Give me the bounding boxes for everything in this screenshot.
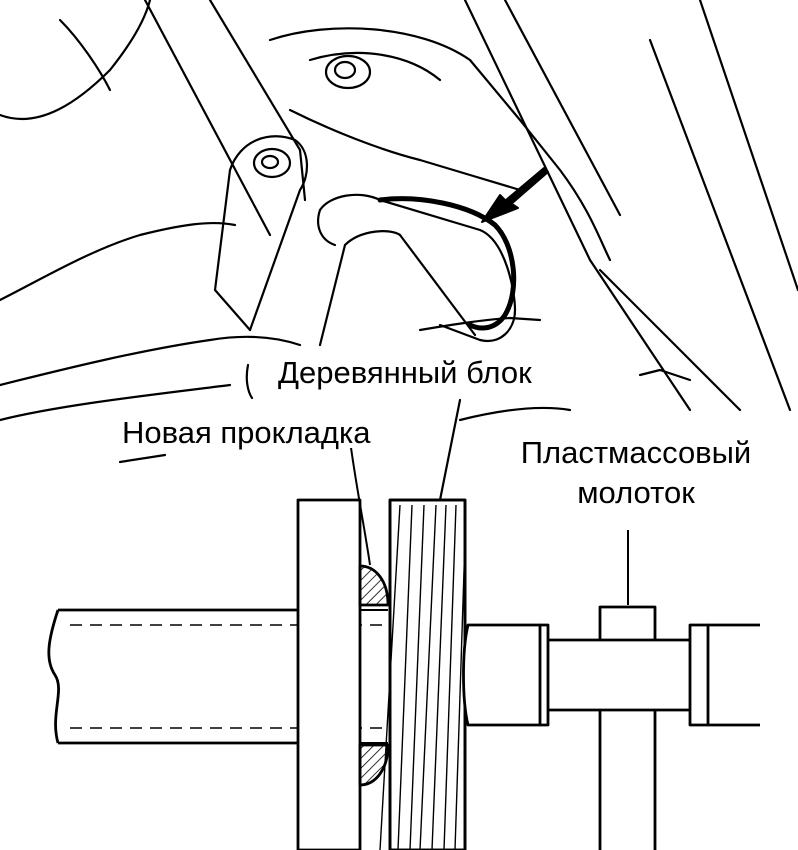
cross-section [47, 439, 760, 850]
plastic-hammer-label-line2: молоток [500, 477, 772, 508]
upper-sketch [0, 0, 798, 502]
bolt-hole [260, 154, 280, 170]
frame-line [503, 0, 622, 217]
body-curve [0, 0, 152, 121]
hammer-head [548, 638, 690, 712]
frame-line [598, 268, 742, 412]
body-curve [58, 18, 112, 92]
arrow-icon [481, 167, 549, 223]
leader-line [349, 439, 371, 566]
bolt-hole [252, 147, 292, 179]
frame-line [648, 38, 792, 412]
bracket [638, 368, 692, 382]
body-panel [288, 108, 522, 192]
hammer-cap [540, 623, 550, 727]
gasket-bottom [358, 743, 390, 787]
axle-shaft [343, 230, 402, 247]
shaft-end [47, 609, 60, 744]
hammer-handle [598, 710, 657, 850]
wooden-block-label: Деревянный блок [278, 355, 532, 390]
plastic-hammer-label-line1: Пластмассовый [500, 437, 772, 468]
axle-shaft [398, 233, 477, 337]
body-panel [268, 27, 612, 262]
leader-line [245, 363, 254, 400]
bolt-hole [324, 54, 372, 90]
frame-line [698, 0, 798, 292]
body-curve [0, 383, 232, 422]
body-curve [0, 221, 237, 302]
new-seal [377, 196, 517, 331]
bracket [458, 406, 572, 422]
leader-line [438, 398, 462, 502]
shaft-body [58, 608, 298, 745]
hammer-cap [462, 623, 542, 727]
wood-grain [379, 504, 466, 850]
frame-line [463, 0, 692, 412]
suspension-arm [213, 168, 252, 332]
new-gasket-label: Новая прокладка [122, 415, 371, 450]
hammer-top [598, 605, 657, 640]
leader-line [118, 453, 167, 464]
flange-plate [296, 498, 362, 850]
hammer-cap [708, 623, 760, 727]
body-panel [308, 51, 442, 82]
inner-shaft [360, 609, 388, 744]
bracket [418, 316, 542, 332]
body-curve [0, 335, 302, 387]
bolt-hole [333, 60, 357, 80]
gasket-top [358, 564, 390, 607]
seal-housing [317, 208, 337, 247]
frame-line [143, 0, 272, 237]
suspension-arm [228, 135, 308, 332]
axle-shaft [318, 243, 347, 347]
seal-housing [318, 193, 517, 343]
hammer-cap [688, 623, 710, 727]
